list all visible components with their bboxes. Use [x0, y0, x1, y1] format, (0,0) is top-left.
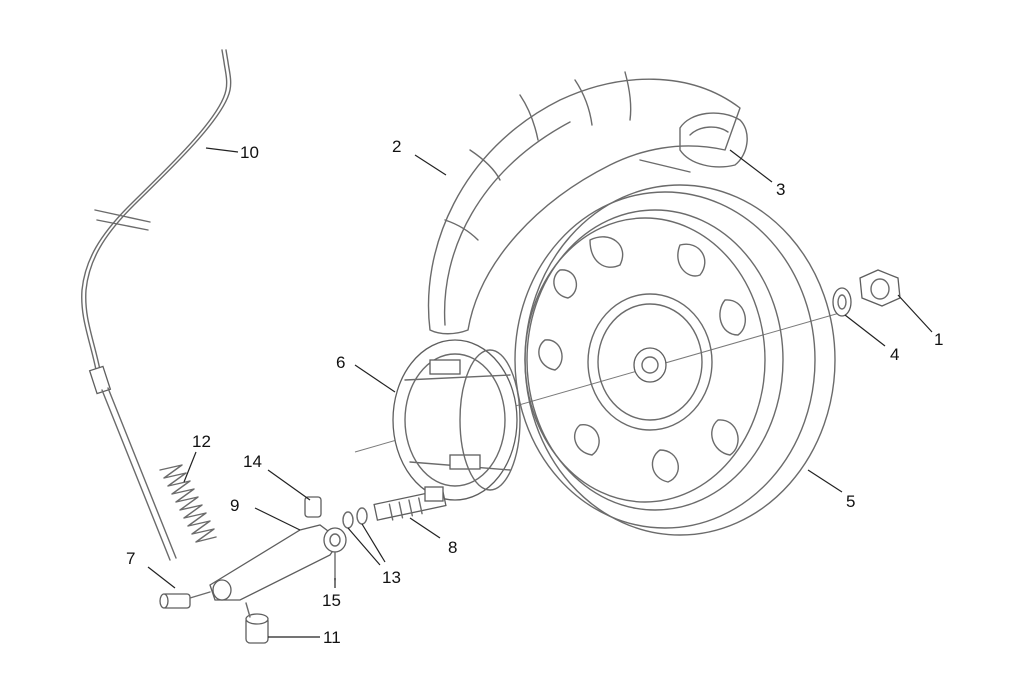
callout-14: 14 — [243, 452, 262, 471]
callout-6: 6 — [336, 353, 345, 372]
splash-guard — [639, 112, 748, 173]
callout-15: 15 — [322, 591, 341, 610]
callout-12: 12 — [192, 432, 211, 451]
return-spring — [159, 464, 217, 543]
brake-lever — [209, 496, 347, 601]
callout-labels: 1 2 3 4 5 6 7 8 9 10 11 12 13 14 15 — [126, 137, 943, 647]
callout-9: 9 — [230, 496, 239, 515]
callout-11: 11 — [323, 628, 341, 647]
adjuster-nut — [245, 602, 269, 644]
callout-7: 7 — [126, 549, 135, 568]
callout-2: 2 — [392, 137, 401, 156]
callout-3: 3 — [776, 180, 785, 199]
axle-washer — [832, 287, 852, 317]
callout-1: 1 — [934, 330, 943, 349]
callout-4: 4 — [890, 345, 899, 364]
axle-nut — [859, 269, 901, 307]
mudguard — [427, 71, 741, 335]
brake-shoes — [392, 339, 521, 501]
brake-camshaft — [373, 486, 447, 521]
leader-lines — [147, 147, 933, 638]
brake-cable — [81, 49, 232, 561]
callout-8: 8 — [448, 538, 457, 557]
washers — [342, 507, 368, 529]
rear-wheel — [514, 184, 836, 536]
callout-10: 10 — [240, 143, 259, 162]
adjuster-pin — [159, 591, 211, 609]
callout-13: 13 — [382, 568, 401, 587]
callout-5: 5 — [846, 492, 855, 511]
